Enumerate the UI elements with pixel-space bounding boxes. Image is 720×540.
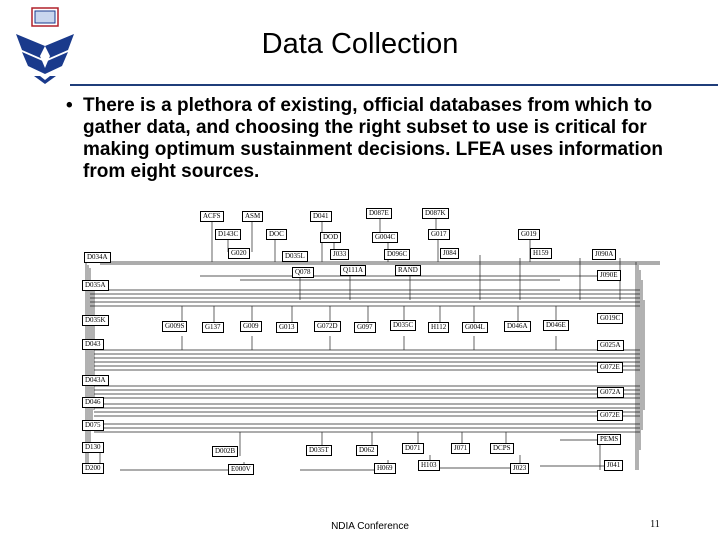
connector-lines [85,218,660,471]
node-g020: G020 [228,248,250,259]
node-g019: G019 [518,229,540,240]
node-j090e: J090E [597,270,621,281]
bullet-text: There is a plethora of existing, officia… [83,95,663,182]
node-pems: PEMS [597,434,622,445]
node-h159: H159 [530,248,552,259]
node-d034a: D034A [84,252,111,263]
node-g009s: G009S [162,321,188,332]
node-d200: D200 [82,463,104,474]
node-h103: H103 [418,460,440,471]
node-d043: D043 [82,339,104,350]
node-g072d: G072D [314,321,341,332]
node-g009: G009 [240,321,262,332]
node-d002b: D002B [212,446,239,457]
node-g137: G137 [202,322,224,333]
node-g097: G097 [354,322,376,333]
node-j071: J071 [451,443,471,454]
title-divider [70,84,718,86]
node-g013: G013 [276,322,298,333]
page-title: Data Collection [261,28,459,60]
node-d035c: D035C [390,320,417,331]
node-d096c: D096C [384,249,411,260]
node-d035a: D035A [82,280,109,291]
node-rand: RAND [395,265,421,276]
node-d035t: D035T [306,445,332,456]
page-number: 11 [650,519,660,530]
node-d046e: D046E [543,320,569,331]
footer-text: NDIA Conference [331,521,409,532]
bullet-point: • There is a plethora of existing, offic… [66,95,666,183]
node-g072a: G072A [597,387,624,398]
bullet-marker: • [66,95,73,116]
node-g072e-2: G072E [597,410,623,421]
node-d035l: D035L [282,251,308,262]
node-acfs: ACFS [200,211,224,222]
node-d087k: D087K [422,208,449,219]
node-g004c: G004C [372,232,399,243]
node-j033: J033 [330,249,350,260]
node-g025a: G025A [597,340,624,351]
node-d130: D130 [82,442,104,453]
node-d062: D062 [356,445,378,456]
node-g004l: G004L [462,322,488,333]
node-dcps: DCPS [490,443,514,454]
node-j023: J023 [510,463,530,474]
node-d071: D071 [402,443,424,454]
node-doc: DOC [266,229,287,240]
node-g019c: G019C [597,313,624,324]
node-q111a: Q111A [340,265,367,276]
node-dod: DOD [320,232,342,243]
node-e000v: E000V [228,464,254,475]
node-d043a: D043A [82,375,109,386]
node-d087e: D087E [366,208,392,219]
node-h112: H112 [428,322,450,333]
node-d046: D046 [82,397,104,408]
node-g017: G017 [428,229,450,240]
node-d046a: D046A [504,321,531,332]
node-g072e: G072E [597,362,623,373]
node-j090a: J090A [592,249,617,260]
node-h069: H069 [374,463,396,474]
node-j041: J041 [604,460,624,471]
node-asm: ASM [242,211,264,222]
node-d075: D075 [82,420,104,431]
node-d041-top: D041 [310,211,332,222]
node-d143c: D143C [215,229,242,240]
node-q078: Q078 [292,267,314,278]
air-force-logo [16,7,74,84]
node-d035k: D035K [82,315,109,326]
node-j084: J084 [440,248,460,259]
